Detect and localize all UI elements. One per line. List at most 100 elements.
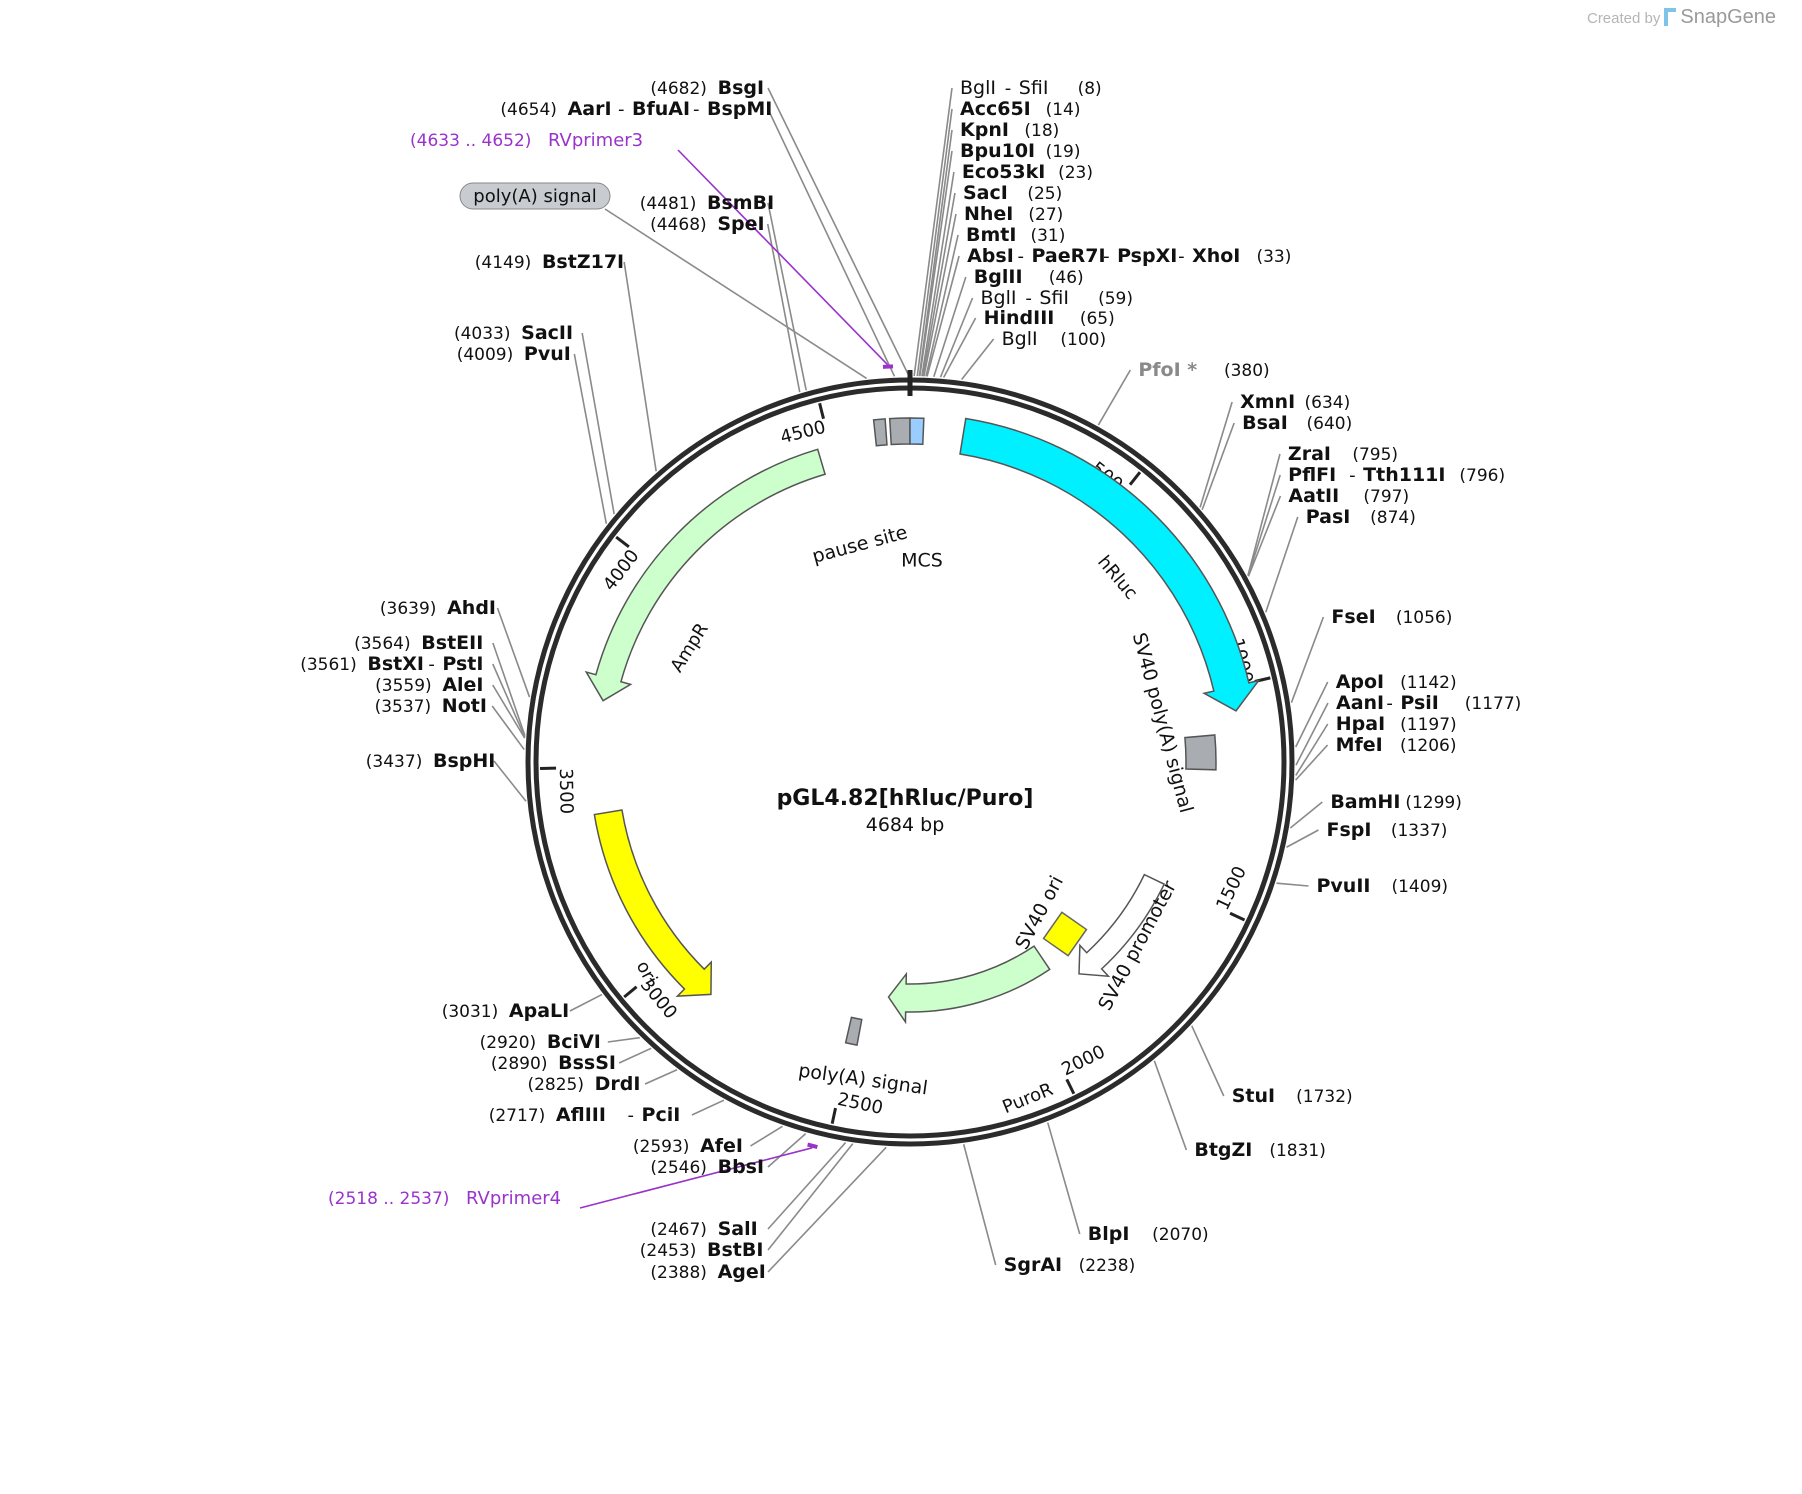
site-label: XmnI(634) <box>1240 391 1350 413</box>
leader-line <box>766 223 801 393</box>
site-position: (3559) <box>375 676 432 696</box>
leader-line <box>1247 474 1281 577</box>
site-label: (4481)BsmBI <box>640 192 774 214</box>
enzyme-name: BglI <box>960 77 996 99</box>
enzyme-name: HpaI <box>1336 713 1385 735</box>
primer-range: (2518 .. 2537) <box>328 1189 449 1209</box>
site-position: (1831) <box>1269 1141 1326 1161</box>
site-label: SacI(25) <box>963 182 1062 204</box>
site-label: (2717)AflIII-PciI <box>489 1104 681 1126</box>
site-label: (3559)AleI <box>375 674 483 696</box>
leader-line <box>960 338 995 380</box>
primer-label: (4633 .. 4652)RVprimer3 <box>410 130 643 151</box>
feature-sv40-polya <box>1184 734 1217 771</box>
plasmid-size: 4684 bp <box>866 814 945 836</box>
enzyme-name: BstBI <box>707 1239 763 1261</box>
site-label: StuI(1732) <box>1232 1085 1353 1107</box>
leader-line <box>919 150 953 377</box>
leader-line <box>1097 369 1132 426</box>
site-position: (2238) <box>1079 1256 1136 1276</box>
leader-line <box>1191 1025 1225 1097</box>
leader-line <box>933 276 967 377</box>
leader-line <box>493 760 527 802</box>
site-label: ZraI(795) <box>1288 443 1398 465</box>
enzyme-name: SacII <box>521 322 573 344</box>
leader-line <box>1247 495 1282 577</box>
site-label: (2593)AfeI <box>633 1135 743 1157</box>
site-position: (4481) <box>640 194 697 214</box>
enzyme-name: PvuII <box>1316 875 1370 897</box>
leader-line <box>1294 681 1329 748</box>
site-label: (4654)AarI-BfuAI-BspMI <box>500 98 772 120</box>
site-label: (4682)BsgI <box>650 77 764 99</box>
enzyme-name: NotI <box>442 695 487 717</box>
site-labels: (4682)BsgI(4654)AarI-BfuAI-BspMI(4481)Bs… <box>300 77 1521 1283</box>
enzyme-name: DrdI <box>595 1073 641 1095</box>
site-label: Acc65I(14) <box>960 98 1081 120</box>
enzyme-name: BspHI <box>433 750 495 772</box>
feature-label-pause-site: pause site <box>810 521 910 568</box>
site-position: (1056) <box>1396 608 1453 628</box>
enzyme-name: PvuI <box>524 343 571 365</box>
feature-ampr <box>584 448 826 702</box>
leader-line <box>492 663 526 738</box>
leader-line <box>926 255 960 377</box>
leader-line <box>1046 1122 1081 1235</box>
site-position: (4033) <box>454 324 511 344</box>
site-label: (2453)BstBI <box>640 1239 764 1261</box>
enzyme-name: BlpI <box>1088 1223 1130 1245</box>
enzyme-name: BglI <box>981 287 1017 309</box>
enzyme-name: PstI <box>442 653 483 675</box>
site-position: (1177) <box>1465 694 1522 714</box>
site-position: (2920) <box>480 1033 537 1053</box>
polya-pill-label: poly(A) signal <box>459 182 611 210</box>
site-position: (25) <box>1027 184 1062 204</box>
enzyme-name: ApaLI <box>509 1000 569 1022</box>
leader-line <box>767 87 910 377</box>
enzyme-name: MfeI <box>1336 734 1383 756</box>
site-position: (3639) <box>380 599 437 619</box>
enzyme-name: BciVI <box>547 1031 601 1053</box>
enzyme-name: BsaI <box>1242 412 1288 434</box>
site-position: (380) <box>1224 361 1270 381</box>
site-label: MfeI(1206) <box>1336 734 1457 756</box>
site-label: (3561)BstXI-PstI <box>300 653 483 675</box>
site-label: PvuII(1409) <box>1316 875 1448 897</box>
site-label: BlpI(2070) <box>1088 1223 1209 1245</box>
site-position: (100) <box>1060 330 1106 350</box>
enzyme-name: SfiI <box>1019 77 1049 99</box>
enzyme-name: AatII <box>1288 485 1339 507</box>
enzyme-name: AarI <box>568 98 612 120</box>
site-position: (2890) <box>491 1054 548 1074</box>
feature-mcs-grey <box>888 417 911 446</box>
site-position: (2388) <box>650 1263 707 1283</box>
site-position: (797) <box>1363 487 1409 507</box>
site-separator: - <box>1178 246 1185 267</box>
tick-label: 1500 <box>1212 863 1251 913</box>
plasmid-center: pGL4.82[hRluc/Puro] 4684 bp <box>777 786 1034 836</box>
site-label: SgrAI (2238) <box>1004 1254 1136 1276</box>
enzyme-name: SgrAI <box>1004 1254 1062 1276</box>
leader-line <box>1290 616 1325 703</box>
site-label: (2825)DrdI <box>527 1073 640 1095</box>
site-position: (4468) <box>650 215 707 235</box>
site-label: HpaI(1197) <box>1336 713 1457 735</box>
site-separator: - <box>1005 78 1012 99</box>
enzyme-name: BfuAI <box>632 98 690 120</box>
site-position: (3561) <box>300 655 357 675</box>
plasmid-name: pGL4.82[hRluc/Puro] <box>777 786 1034 811</box>
enzyme-name: HindIII <box>984 307 1055 329</box>
enzyme-name: XhoI <box>1192 245 1240 267</box>
leader-line <box>1265 516 1299 613</box>
leader-line <box>918 129 953 377</box>
leader-line <box>607 1036 640 1043</box>
site-separator: - <box>1017 246 1024 267</box>
site-label: BglII(46) <box>974 266 1084 288</box>
leader-line <box>496 607 531 698</box>
leader-line <box>1199 401 1233 508</box>
leader-line <box>581 332 615 515</box>
polya-pill-leader <box>604 208 868 380</box>
enzyme-name: PfoI * <box>1138 359 1197 381</box>
site-position: (874) <box>1370 508 1416 528</box>
